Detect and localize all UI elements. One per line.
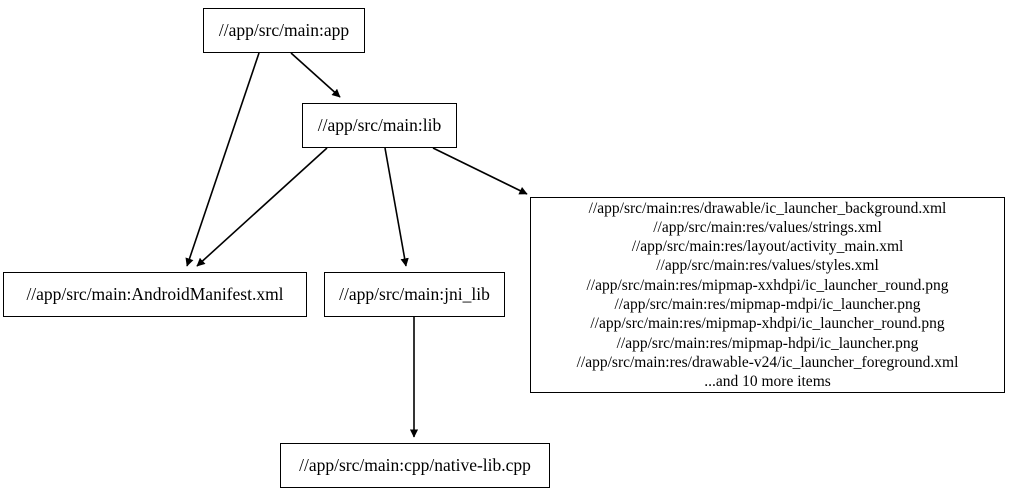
node-resources-label: //app/src/main:res/drawable/ic_launcher_… xyxy=(576,199,959,391)
node-native-lib-cpp-label: //app/src/main:cpp/native-lib.cpp xyxy=(299,454,531,475)
edge-lib-to-manifest xyxy=(196,147,328,267)
edge-app-to-lib xyxy=(290,52,341,98)
node-lib-label: //app/src/main:lib xyxy=(317,114,442,135)
node-app[interactable]: //app/src/main:app xyxy=(203,8,365,53)
node-android-manifest[interactable]: //app/src/main:AndroidManifest.xml xyxy=(3,272,307,317)
node-resources[interactable]: //app/src/main:res/drawable/ic_launcher_… xyxy=(530,197,1005,393)
node-native-lib-cpp[interactable]: //app/src/main:cpp/native-lib.cpp xyxy=(280,443,550,488)
node-android-manifest-label: //app/src/main:AndroidManifest.xml xyxy=(26,283,284,304)
edge-lib-to-jni-lib xyxy=(384,147,409,267)
edge-app-to-manifest xyxy=(185,52,260,267)
node-lib[interactable]: //app/src/main:lib xyxy=(302,103,457,148)
node-app-label: //app/src/main:app xyxy=(218,19,350,40)
node-jni-lib-label: //app/src/main:jni_lib xyxy=(339,283,490,304)
node-jni-lib[interactable]: //app/src/main:jni_lib xyxy=(324,272,505,317)
edge-lib-to-res xyxy=(432,147,528,195)
